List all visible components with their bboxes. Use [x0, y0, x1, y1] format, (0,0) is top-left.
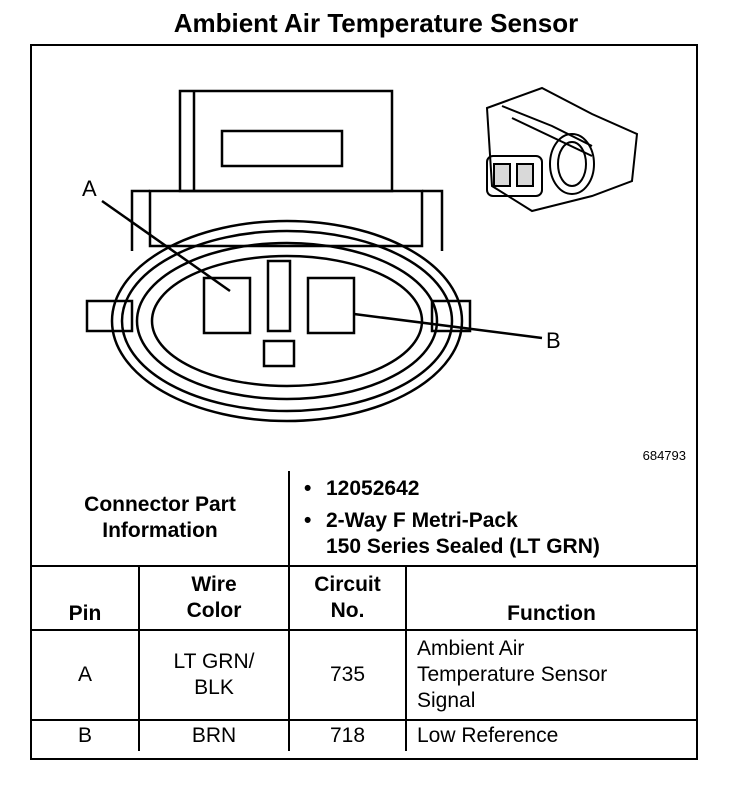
wire-color-cell: LT GRN/ BLK: [138, 629, 290, 721]
page-title: Ambient Air Temperature Sensor: [173, 8, 579, 38]
connector-part-number: 12052642: [304, 476, 692, 502]
connector-type: 2-Way F Metri-Pack: [304, 508, 692, 534]
pin-header: Pin: [32, 565, 140, 631]
side-lug-left: [85, 299, 134, 333]
table-row: A LT GRN/ BLK 735 Ambient Air Temperatur…: [32, 629, 696, 721]
wire-color-header: Wire Color: [138, 565, 290, 631]
cavity-b: [306, 276, 356, 335]
connector-info-items: 12052642 2-Way F Metri-Pack 150 Series S…: [288, 471, 696, 567]
circuit-header: Circuit No.: [288, 565, 407, 631]
function-header: Function: [405, 565, 696, 631]
connector-info-row: Connector Part Information 12052642 2-Wa…: [32, 471, 696, 567]
latch-tab: [178, 89, 394, 193]
center-key: [266, 259, 292, 333]
connector-drawing: A B: [82, 86, 639, 423]
connector-info-label: Connector Part Information: [32, 471, 290, 567]
connector-table: Connector Part Information 12052642 2-Wa…: [32, 471, 696, 751]
function-cell: Low Reference: [405, 719, 696, 751]
latch-slot: [220, 129, 344, 168]
connector-frame: A B 684793 Connector Part Information 12…: [30, 44, 698, 760]
table-row: B BRN 718 Low Reference: [32, 719, 696, 751]
circuit-cell: 718: [288, 719, 407, 751]
cavity-a: [202, 276, 252, 335]
function-cell: Ambient Air Temperature Sensor Signal: [405, 629, 696, 721]
circuit-cell: 735: [288, 629, 407, 721]
figure-number: 684793: [642, 448, 686, 463]
table-header-row: Pin Wire Color Circuit No. Function: [32, 565, 696, 631]
housing-body: [148, 189, 424, 248]
callout-b: B: [546, 328, 561, 353]
connector-type-continuation: 150 Series Sealed (LT GRN): [326, 535, 600, 558]
connector-thumbnail: [485, 86, 639, 213]
outer-seal: [110, 219, 464, 423]
wire-color-cell: BRN: [138, 719, 290, 751]
inner-seal: [150, 254, 424, 388]
pin-cell: A: [32, 629, 140, 721]
pin-cell: B: [32, 719, 140, 751]
callout-line-a: [101, 199, 231, 293]
callout-line-b: [353, 312, 543, 340]
callout-a: A: [82, 176, 97, 201]
